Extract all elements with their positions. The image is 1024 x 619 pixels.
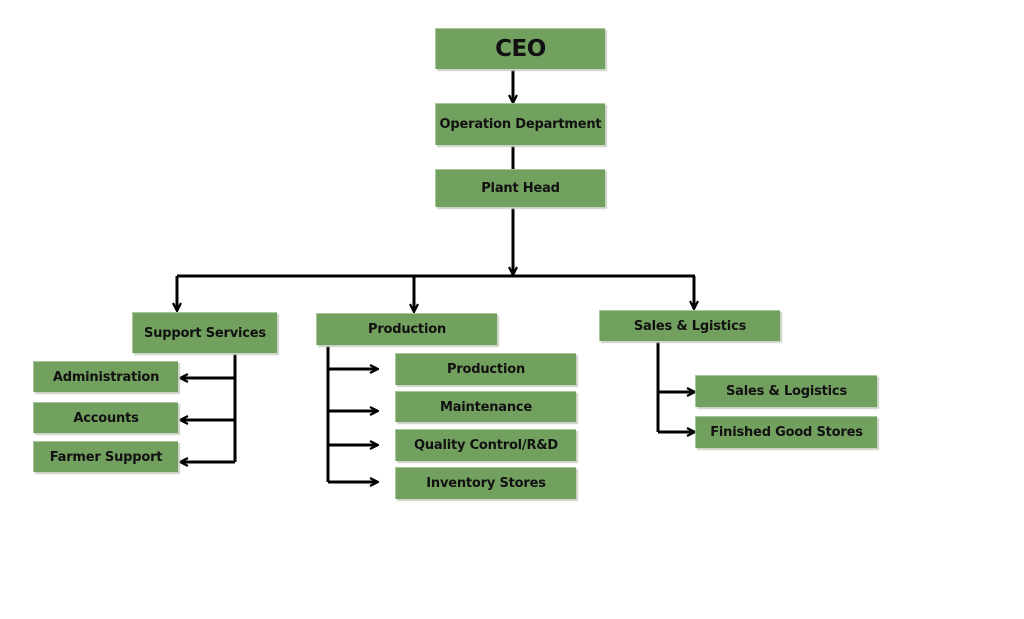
quality-control-box: Quality Control/R&D — [395, 429, 576, 461]
ceo-label: CEO — [495, 36, 546, 62]
sales-logistics-box: Sales & Lgistics — [599, 310, 780, 341]
production-box: Production — [316, 313, 497, 345]
production-unit-box: Production — [395, 353, 576, 385]
production-unit-label: Production — [447, 362, 525, 377]
finished-good-stores-box: Finished Good Stores — [695, 416, 877, 448]
support-services-label: Support Services — [144, 325, 266, 341]
finished-good-stores-label: Finished Good Stores — [710, 425, 863, 440]
operation-department-box: Operation Department — [435, 103, 605, 145]
ceo-box: CEO — [435, 28, 605, 69]
maintenance-box: Maintenance — [395, 391, 576, 422]
administration-label: Administration — [52, 369, 160, 385]
sales-logistics-label: Sales & Lgistics — [633, 318, 747, 334]
support-services-box: Support Services — [132, 312, 277, 353]
sales-logistics-unit-box: Sales & Logistics — [695, 375, 877, 407]
sales-logistics-unit-label: Sales & Logistics — [726, 384, 847, 399]
quality-control-label: Quality Control/R&D — [413, 438, 559, 453]
plant-head-box: Plant Head — [435, 169, 605, 207]
accounts-label: Accounts — [73, 410, 139, 426]
farmer-support-box: Farmer Support — [33, 441, 178, 472]
operation-department-label: Operation Department — [439, 117, 602, 132]
farmer-support-label: Farmer Support — [49, 449, 163, 465]
inventory-stores-box: Inventory Stores — [395, 467, 576, 499]
plant-head-label: Plant Head — [481, 181, 560, 196]
inventory-stores-label: Inventory Stores — [426, 476, 546, 491]
maintenance-label: Maintenance — [439, 399, 533, 415]
administration-box: Administration — [33, 361, 178, 392]
production-label: Production — [368, 322, 446, 337]
accounts-box: Accounts — [33, 402, 178, 433]
